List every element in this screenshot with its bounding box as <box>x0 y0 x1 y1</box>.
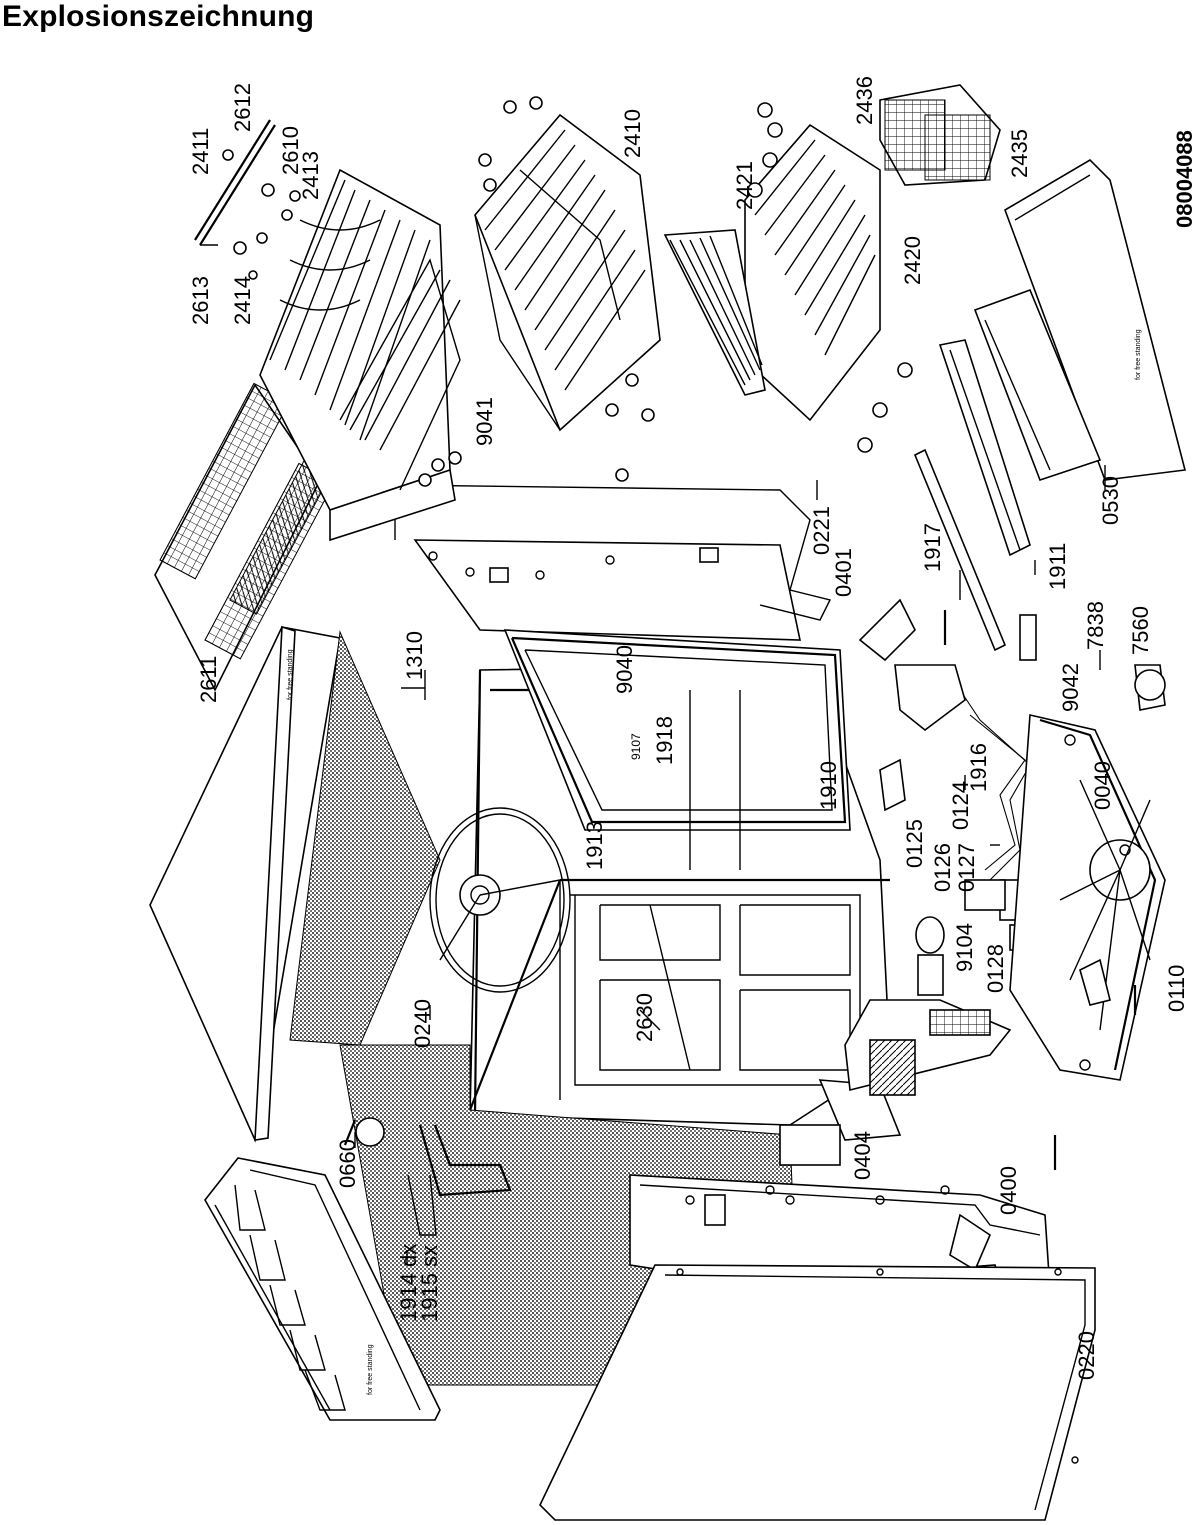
label-1914-dx: 1914 dx <box>396 1244 421 1322</box>
label-0127: 0127 <box>954 843 979 892</box>
label-2411: 2411 <box>188 128 213 175</box>
label-2414: 2414 <box>230 276 255 325</box>
leader-lines <box>200 244 1106 1265</box>
label-7838: 7838 <box>1083 601 1108 650</box>
label-2410: 2410 <box>620 109 645 158</box>
label-0220: 0220 <box>1074 1331 1099 1380</box>
part-labels: 2411 2612 2610 2413 2613 2414 2410 2421 … <box>188 76 1197 1380</box>
label-0040: 0040 <box>1090 761 1115 810</box>
lower-basket <box>474 96 661 482</box>
screws <box>343 610 1137 1170</box>
label-2630: 2630 <box>632 993 657 1042</box>
label-2435: 2435 <box>1007 129 1032 178</box>
label-2610: 2610 <box>278 126 303 175</box>
label-9104: 9104 <box>952 923 977 972</box>
label-0401: 0401 <box>831 548 856 597</box>
label-1911: 1911 <box>1045 543 1070 590</box>
worktop-panel: for free standing <box>149 625 441 1143</box>
label-1913: 1913 <box>582 821 607 870</box>
label-0126: 0126 <box>930 843 955 892</box>
free-standing-caption-top: for free standing <box>287 649 294 700</box>
door-panel <box>539 1264 1096 1521</box>
label-1918: 1918 <box>652 716 677 765</box>
label-1916: 1916 <box>966 743 991 792</box>
label-0240: 0240 <box>410 999 435 1048</box>
cutlery-tray-top <box>154 382 335 692</box>
label-0660: 0660 <box>335 1139 360 1188</box>
page-title: Explosionszeichnung <box>2 0 315 33</box>
label-9042: 9042 <box>1058 663 1083 712</box>
upper-basket <box>259 168 462 542</box>
cutlery-basket-large <box>663 102 913 453</box>
base-plate <box>1009 714 1166 1081</box>
drawing-number: 08004088 <box>1172 130 1197 228</box>
label-9107: 9107 <box>629 733 643 760</box>
label-9041: 9041 <box>472 397 497 446</box>
label-2413: 2413 <box>298 151 323 200</box>
side-trim-panels: for free standing <box>913 158 1187 711</box>
label-2436: 2436 <box>852 76 877 125</box>
label-0128: 0128 <box>983 944 1008 993</box>
label-0124: 0124 <box>948 781 973 830</box>
label-2421: 2421 <box>732 161 757 210</box>
upper-rail <box>194 119 301 280</box>
label-2612: 2612 <box>230 83 255 132</box>
plinth-front: for free standing <box>204 1157 441 1421</box>
small-cutlery-baskets <box>879 84 1001 186</box>
label-1917: 1917 <box>920 523 945 572</box>
label-0110: 0110 <box>1164 965 1189 1012</box>
label-1910: 1910 <box>816 761 841 810</box>
label-0404: 0404 <box>850 1131 875 1180</box>
label-0125: 0125 <box>902 819 927 868</box>
label-9040: 9040 <box>612 645 637 694</box>
free-standing-caption-plinth: for free standing <box>367 1344 374 1395</box>
label-0530: 0530 <box>1098 476 1123 525</box>
label-2611: 2611 <box>196 656 221 703</box>
label-2420: 2420 <box>900 236 925 285</box>
label-0221: 0221 <box>809 506 834 555</box>
label-1915-sx: 1915 sx <box>417 1245 442 1322</box>
free-standing-caption-trim: for free standing <box>1135 329 1142 380</box>
label-7560: 7560 <box>1128 606 1153 655</box>
side-panel-right <box>394 484 832 641</box>
label-1310: 1310 <box>402 631 427 680</box>
label-0400: 0400 <box>996 1166 1021 1215</box>
label-2613: 2613 <box>188 276 213 325</box>
